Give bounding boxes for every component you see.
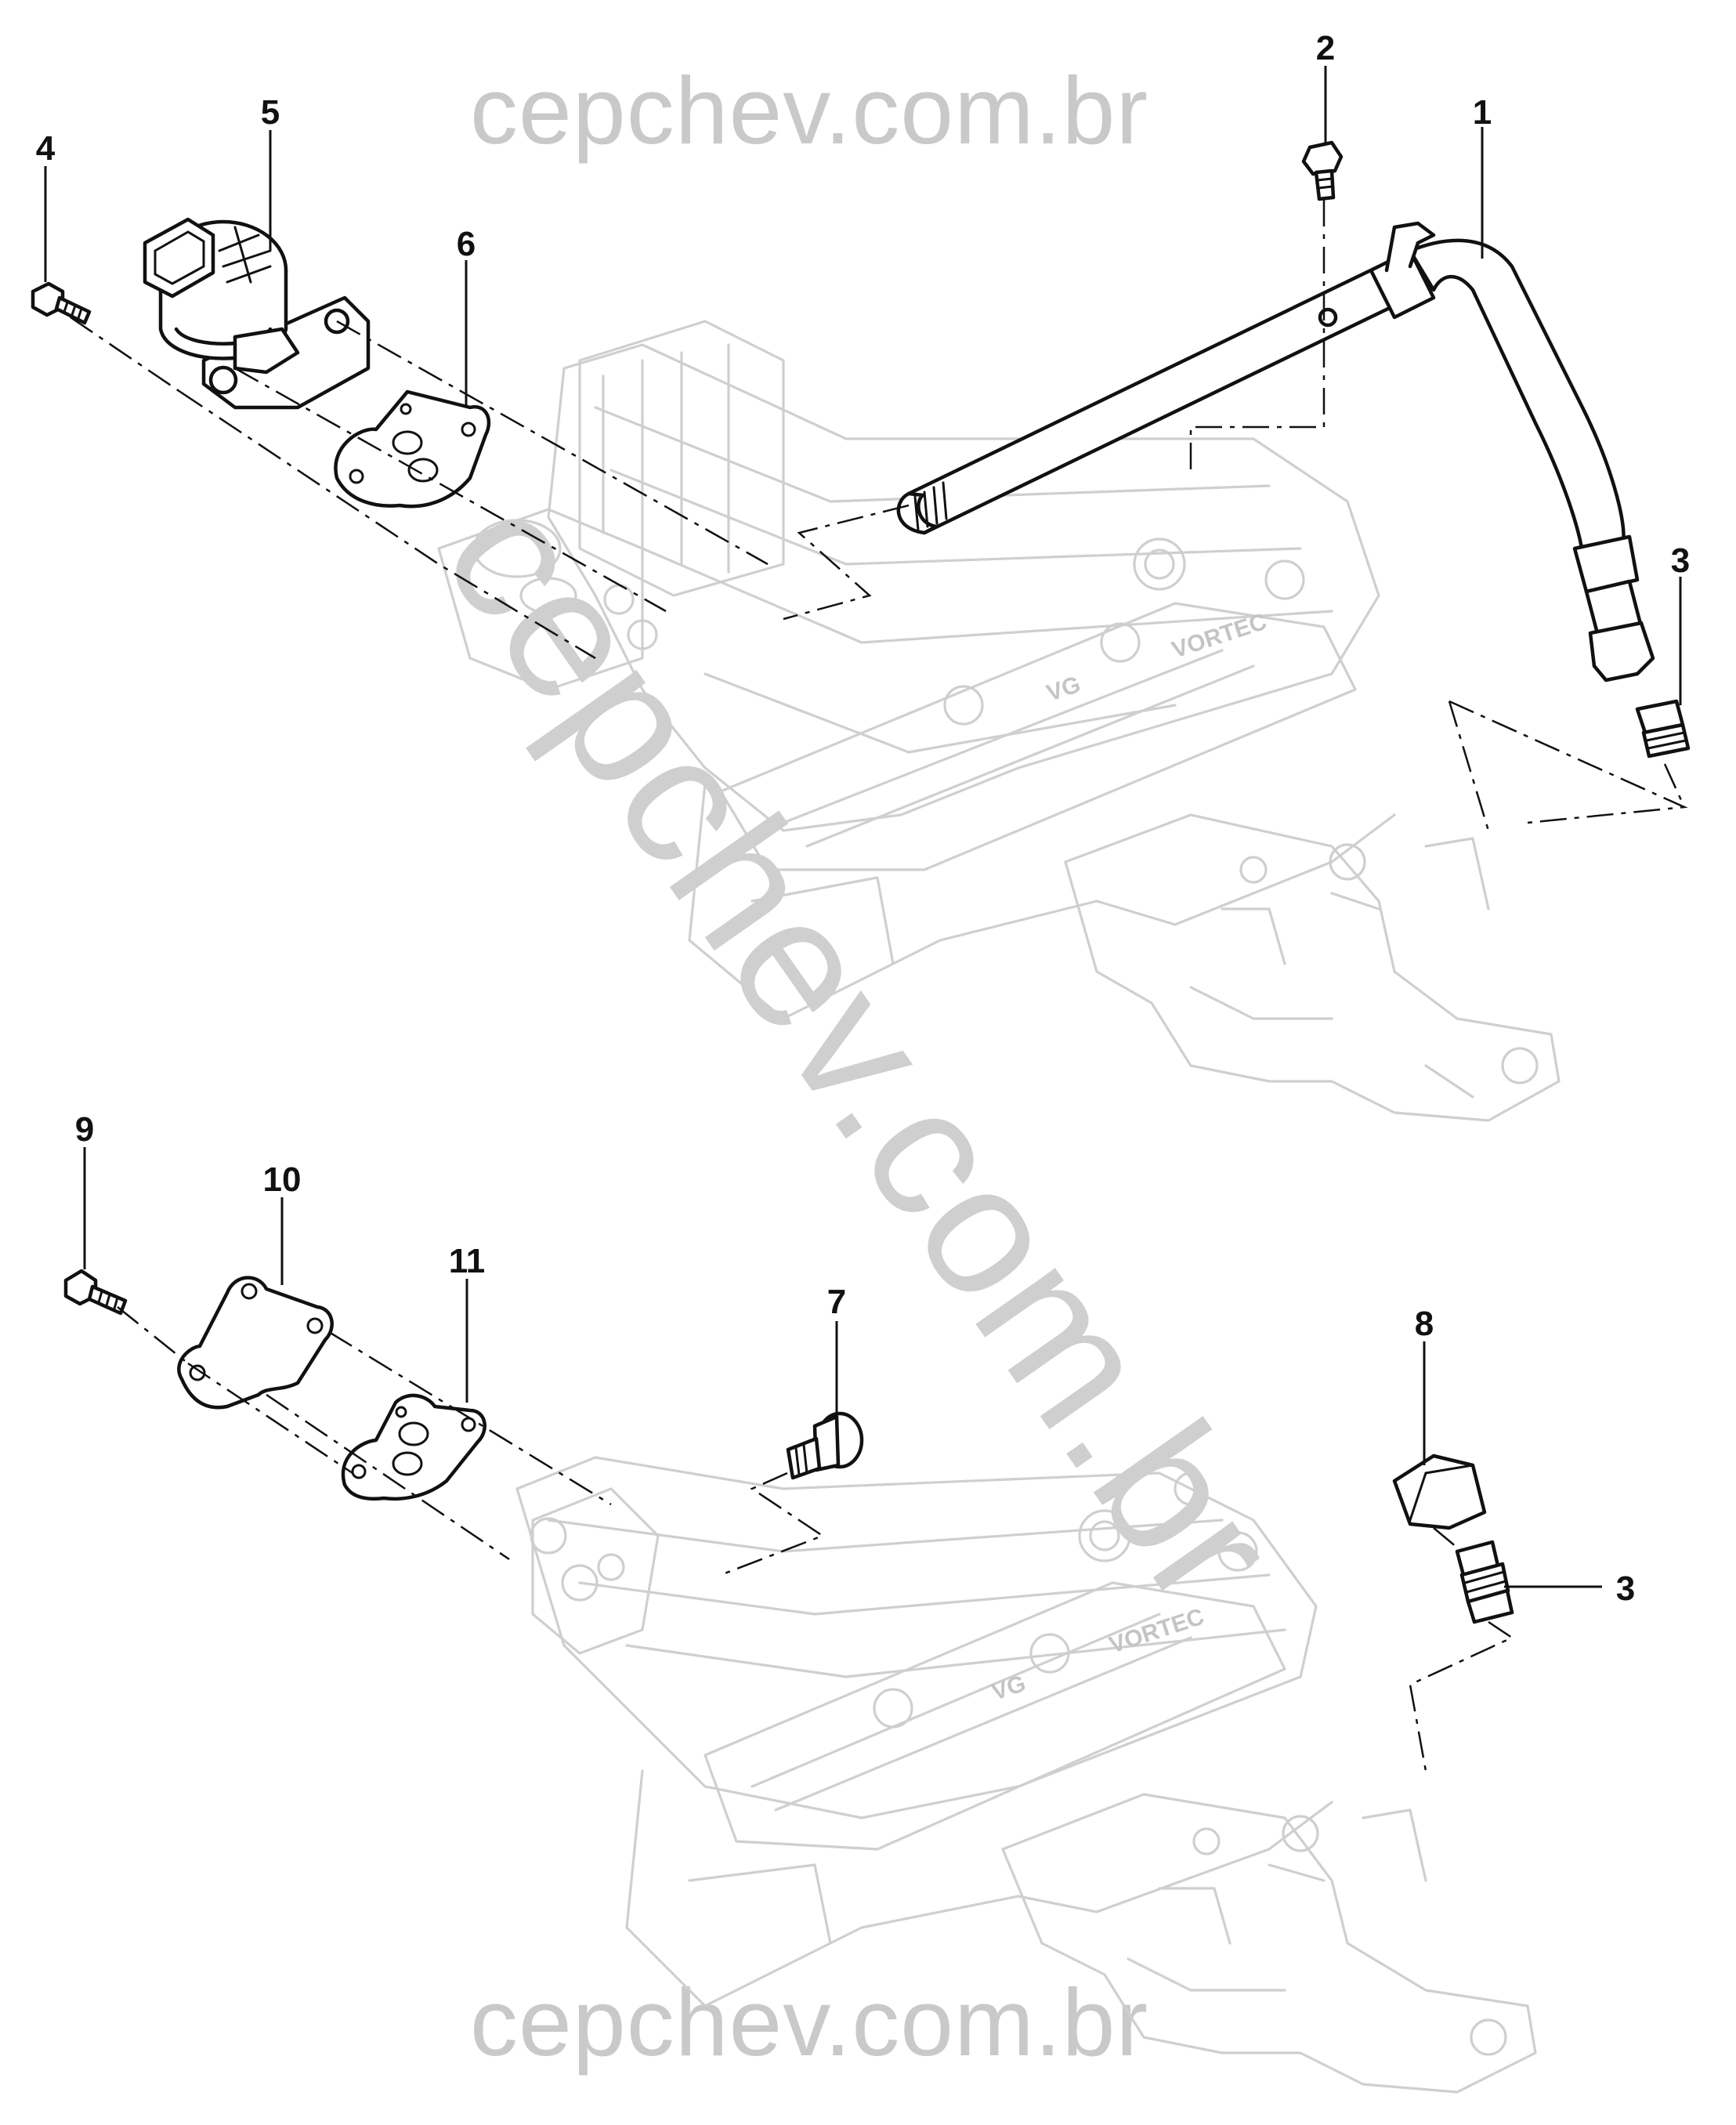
callout-6: 6 <box>456 225 476 263</box>
egr-tube-part-1 <box>896 221 1655 682</box>
cap-nut-part-8 <box>1392 1453 1487 1530</box>
callout-3-bottom: 3 <box>1615 1569 1636 1608</box>
engine-stamp-v6-lower: VG <box>989 1671 1029 1706</box>
callout-1: 1 <box>1472 93 1492 132</box>
leader-lines-upper <box>44 66 1682 705</box>
bolt-part-2 <box>1301 140 1344 201</box>
fitting-part-3-top <box>1635 699 1691 758</box>
engine-stamp-vortec-lower: VORTEC <box>1106 1604 1207 1659</box>
callout-10: 10 <box>262 1160 302 1199</box>
callout-4: 4 <box>35 129 56 168</box>
watermark-top: cepchev.com.br <box>470 57 1149 164</box>
callout-3-top: 3 <box>1670 541 1691 580</box>
callout-8: 8 <box>1414 1305 1434 1343</box>
gasket-part-11 <box>341 1393 486 1501</box>
callout-9: 9 <box>74 1110 95 1149</box>
engine-stamp-v6: VG <box>1043 672 1083 707</box>
watermark-bottom: cepchev.com.br <box>470 1969 1149 2076</box>
alignment-lines-lower <box>117 1306 1514 1772</box>
alignment-lines-upper <box>70 200 1688 831</box>
egr-valve-part-5 <box>143 217 371 410</box>
engine-ghost-lower: VG VORTEC <box>515 1456 1537 2094</box>
callout-11: 11 <box>448 1242 486 1280</box>
callout-5: 5 <box>260 93 280 132</box>
plug-part-7 <box>786 1411 864 1480</box>
callout-2: 2 <box>1315 29 1336 67</box>
fitting-part-3-bottom <box>1455 1540 1514 1624</box>
engine-stamp-vortec: VORTEC <box>1169 609 1270 664</box>
callout-7: 7 <box>826 1283 847 1321</box>
bolt-part-4 <box>31 281 92 325</box>
engine-ghost-upper: VG VORTEC <box>437 320 1561 1122</box>
gasket-part-6 <box>334 389 491 509</box>
bolt-part-9 <box>63 1269 128 1316</box>
cover-plate-part-10 <box>177 1276 334 1410</box>
leader-lines-lower <box>83 1147 1602 1588</box>
